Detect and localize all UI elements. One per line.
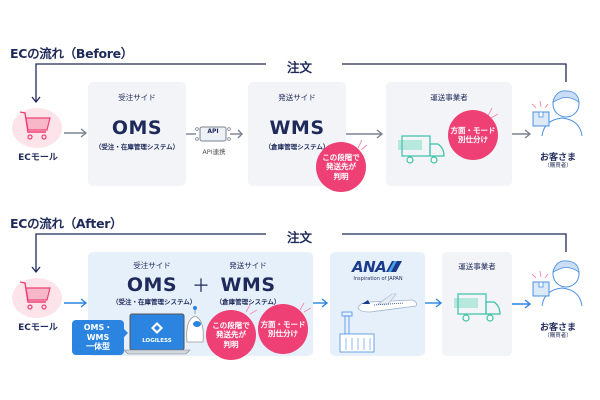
ana-logo: ANA — [352, 258, 387, 276]
arrow-right-icon — [346, 129, 384, 139]
api-chip-label: API — [207, 128, 219, 135]
api-link-label: API連携 — [202, 148, 226, 156]
airplane-icon — [357, 293, 417, 313]
tag-line: OMS・WMS — [83, 323, 113, 342]
integrated-tag: OMS・WMS 一体型 — [72, 320, 124, 355]
arrow-right-icon — [64, 128, 88, 138]
bubble-line: 発送先が — [216, 330, 246, 340]
after-section-title: ECの流れ（After） — [10, 216, 123, 231]
after-oms-name: OMS — [126, 274, 178, 296]
api-connector-icon — [186, 126, 243, 142]
spark-lines-icon — [357, 139, 368, 151]
bubble-line: 方面・モード — [260, 319, 306, 329]
shopping-cart-icon — [19, 111, 51, 140]
arrow-right-icon — [425, 298, 443, 308]
logiless-logo: LOGILESS — [142, 338, 172, 344]
before-ship-side-title: 発送サイド — [278, 93, 316, 102]
before-order-side-title: 受注サイド — [118, 93, 156, 102]
after-ship-side-title: 発送サイド — [229, 261, 267, 270]
ec-mall-label: ECモール — [18, 323, 58, 333]
bubble-line: 判明 — [223, 339, 239, 349]
bubble-line: 方面・モード — [450, 125, 496, 135]
arrow-right-icon — [313, 298, 329, 308]
customer-icon — [531, 90, 583, 137]
shopping-cart-icon — [19, 281, 51, 310]
before-destination-bubble: この段階で 発送先が 判明 — [316, 142, 366, 192]
ana-tagline: Inspiration of JAPAN — [353, 276, 403, 282]
after-destination-bubble: この段階で 発送先が 判明 — [206, 310, 256, 360]
before-oms-panel — [88, 82, 186, 186]
after-order-side-title: 受注サイド — [133, 261, 171, 270]
bubble-line: この段階で — [212, 320, 250, 330]
after-wms-name: WMS — [220, 274, 276, 296]
mascot-icon — [186, 306, 204, 343]
plus-icon: ＋ — [192, 276, 210, 297]
before-wms-name: WMS — [269, 117, 325, 139]
laptop-icon — [123, 313, 191, 355]
arrow-right-icon — [512, 129, 532, 139]
customer-icon — [531, 260, 583, 307]
spark-lines-icon — [299, 302, 312, 313]
bubble-line: 別仕分け — [268, 329, 298, 338]
before-oms-sub: （受注・在庫管理システム） — [94, 143, 180, 151]
before-carrier-title: 運送事業者 — [430, 93, 468, 102]
before-sorting-bubble: 方面・モード 別仕分け — [448, 110, 498, 160]
tag-pointer — [123, 328, 128, 338]
tag-line: 一体型 — [86, 342, 110, 352]
before-customer-sub: （購買者） — [544, 163, 572, 169]
after-carrier-title: 運送事業者 — [458, 262, 496, 271]
spark-lines-icon — [245, 304, 258, 315]
bubble-line: 判明 — [333, 171, 349, 181]
before-customer-label: お客さま — [539, 153, 576, 163]
after-customer-sub: （購買者） — [544, 333, 572, 339]
delivery-truck-icon — [398, 135, 445, 164]
arrow-right-icon — [512, 299, 532, 309]
after-order-label: 注文 — [287, 230, 313, 245]
after-wms-sub: （倉庫管理システム） — [215, 298, 281, 306]
ana-stripe-icon — [386, 261, 402, 272]
after-customer-label: お客さま — [539, 323, 576, 333]
before-oms-name: OMS — [111, 117, 163, 139]
before-order-label: 注文 — [287, 60, 313, 75]
after-sorting-bubble: 方面・モード 別仕分け — [258, 304, 308, 354]
bubble-line: この段階で — [322, 152, 360, 162]
bubble-line: 別仕分け — [458, 135, 488, 144]
before-section-title: ECの流れ（Before） — [10, 46, 133, 61]
ec-mall-label: ECモール — [18, 153, 58, 163]
airport-icon — [339, 311, 375, 353]
before-wms-sub: （倉庫管理システム） — [264, 143, 330, 151]
bubble-line: 発送先が — [326, 162, 356, 172]
delivery-truck-icon — [454, 293, 501, 322]
arrow-right-icon — [64, 298, 88, 308]
after-oms-sub: （受注・在庫管理システム） — [112, 298, 197, 306]
